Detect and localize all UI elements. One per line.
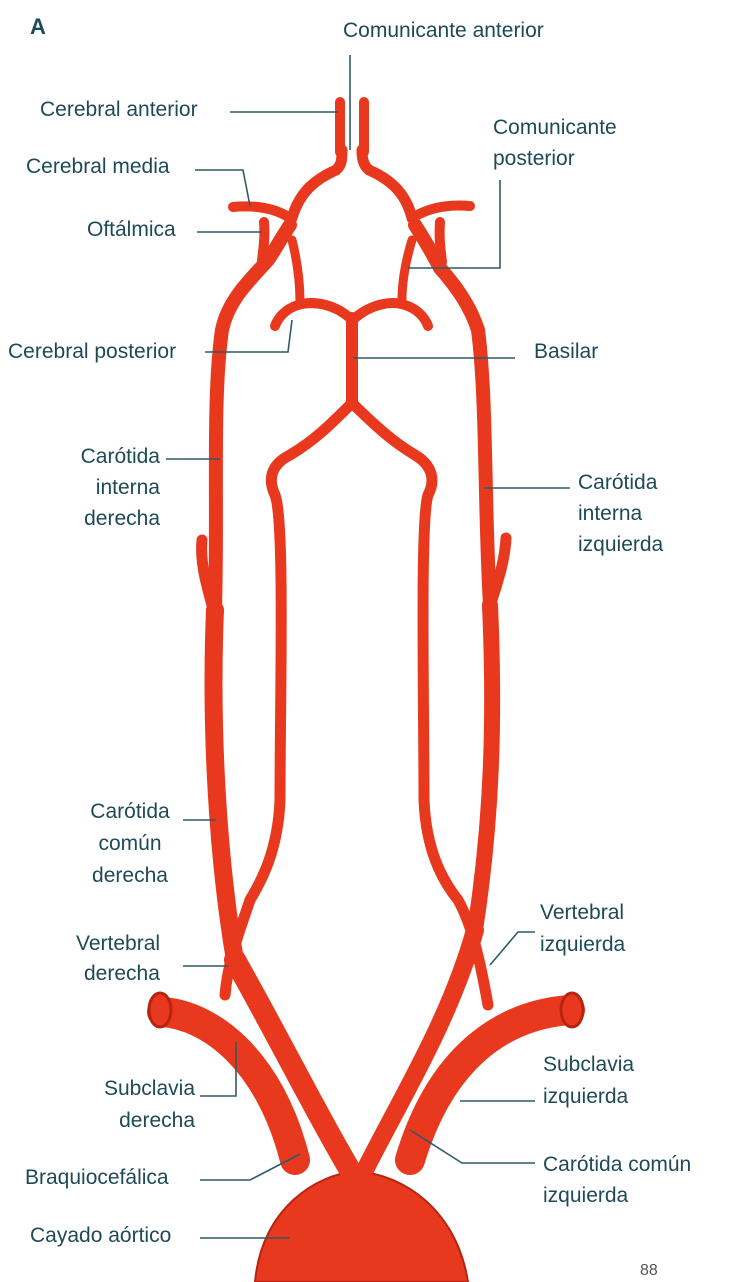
label-carotida-interna-derecha-2: interna	[95, 476, 160, 499]
label-cayado-aortico: Cayado aórtico	[30, 1224, 172, 1247]
aortic-arch	[254, 1170, 469, 1282]
label-carotida-interna-derecha-3: derecha	[84, 507, 160, 530]
oftalmica-derecha	[257, 217, 270, 265]
page-credit: 88	[640, 1262, 658, 1279]
label-comunicante-anterior: Comunicante anterior	[343, 19, 544, 42]
panel-letter: A	[30, 14, 46, 39]
label-vertebral-izquierda-1: Vertebral	[540, 901, 625, 924]
label-subclavia-izquierda-2: izquierda	[543, 1085, 629, 1108]
comunicante-posterior-izquierda	[397, 235, 417, 305]
label-carotida-comun-derecha-2: común	[98, 832, 162, 855]
vertebral-izquierda-upper	[348, 399, 494, 1011]
label-subclavia-derecha-1: Subclavia	[103, 1077, 195, 1100]
leader-cerebral-media	[195, 169, 251, 207]
label-carotida-comun-derecha-1: Carótida	[90, 800, 170, 823]
subclavia-izquierda-end	[559, 991, 585, 1029]
label-carotida-interna-izquierda-1: Carótida	[578, 471, 658, 494]
leader-comunicante-posterior	[408, 180, 501, 269]
cerebral-posterior-derecha	[270, 298, 355, 331]
subclavia-derecha-end	[147, 991, 173, 1029]
label-comunicante-posterior-2: posterior	[493, 147, 575, 170]
leader-subclavia-derecha	[200, 1042, 237, 1097]
oftalmica-izquierda	[434, 217, 447, 267]
carotida-comun-izq-upper	[467, 597, 501, 938]
cerebral-media-derecha	[228, 201, 295, 223]
label-vertebral-izquierda-2: izquierda	[540, 933, 626, 956]
braquiocefalica	[224, 949, 361, 1181]
leader-vertebral-izquierda	[489, 931, 535, 966]
circle-right-anterior	[286, 144, 348, 224]
comunicante-posterior-derecha	[287, 235, 305, 307]
label-subclavia-izquierda-1: Subclavia	[543, 1053, 635, 1076]
label-oftalmica: Oftálmica	[87, 218, 176, 241]
leader-carotida-comun-izquierda	[409, 1129, 535, 1164]
circle-left-anterior	[356, 144, 418, 224]
label-carotida-comun-izquierda-2: izquierda	[543, 1184, 629, 1207]
label-carotida-interna-izquierda-3: izquierda	[578, 533, 664, 556]
subclavia-izquierda	[395, 995, 585, 1175]
carotida-comun-derecha	[204, 601, 244, 969]
label-carotida-comun-izquierda-1: Carótida común	[543, 1153, 692, 1176]
label-braquiocefalica: Braquiocefálica	[25, 1166, 169, 1189]
label-cerebral-posterior: Cerebral posterior	[8, 340, 177, 363]
label-carotida-interna-izquierda-2: interna	[578, 502, 643, 525]
leader-braquiocefalica	[200, 1153, 301, 1181]
carotida-interna-derecha	[208, 218, 297, 617]
label-carotida-interna-derecha-1: Carótida	[80, 445, 160, 468]
leader-cerebral-posterior	[205, 319, 293, 353]
label-vertebral-derecha-1: Vertebral	[76, 932, 161, 955]
vertebral-derecha-upper	[219, 399, 356, 1001]
cerebral-media-izquierda	[407, 200, 475, 223]
label-basilar: Basilar	[534, 340, 599, 363]
label-cerebral-anterior: Cerebral anterior	[40, 98, 198, 121]
label-subclavia-derecha-2: derecha	[119, 1109, 195, 1132]
label-vertebral-derecha-2: derecha	[84, 962, 160, 980]
label-cerebral-media: Cerebral media	[26, 155, 170, 178]
label-carotida-comun-derecha-3: derecha	[92, 864, 168, 887]
cerebral-posterior-izquierda	[350, 298, 433, 331]
subclavia-derecha	[147, 997, 310, 1175]
carotida-interna-izquierda	[408, 218, 497, 612]
carotida-comun-izquierda	[356, 921, 484, 1179]
label-comunicante-posterior-1: Comunicante	[493, 116, 617, 139]
